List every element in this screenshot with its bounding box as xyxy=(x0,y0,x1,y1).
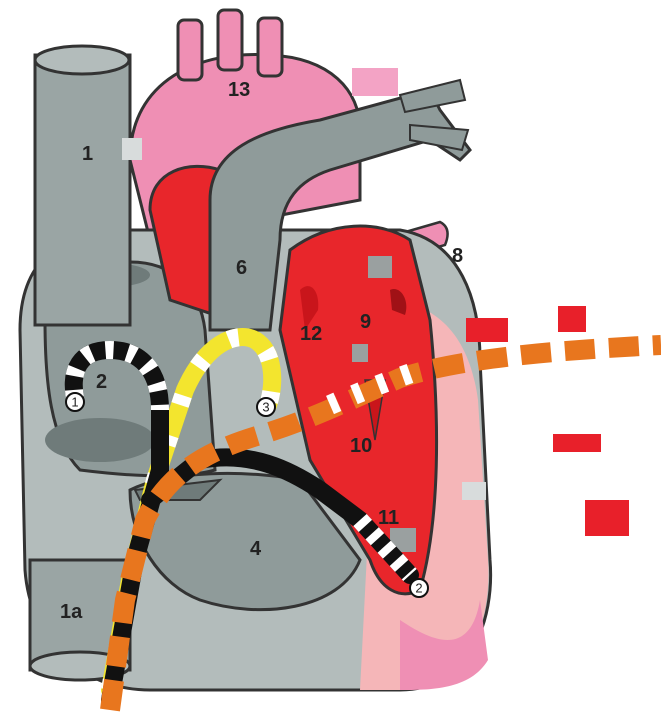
label-6: 6 xyxy=(236,257,247,279)
label-1a: 1a xyxy=(60,601,83,623)
label-1: 1 xyxy=(82,143,93,165)
label-11: 11 xyxy=(378,507,399,529)
septum-marker xyxy=(462,482,486,500)
lead-tip-1-label: 1 xyxy=(71,395,78,410)
label-10: 10 xyxy=(350,435,372,457)
label-2: 2 xyxy=(96,371,107,393)
label-4: 4 xyxy=(250,538,262,560)
atrium-shadow xyxy=(45,418,155,462)
lead-tip-3-label: 3 xyxy=(262,400,269,415)
label-12: 12 xyxy=(300,323,322,345)
label-13: 13 xyxy=(228,79,250,101)
label-8: 8 xyxy=(452,245,463,267)
red-markers xyxy=(466,306,629,536)
lead-tip-2-label: 2 xyxy=(415,581,422,596)
label-9: 9 xyxy=(360,311,371,333)
